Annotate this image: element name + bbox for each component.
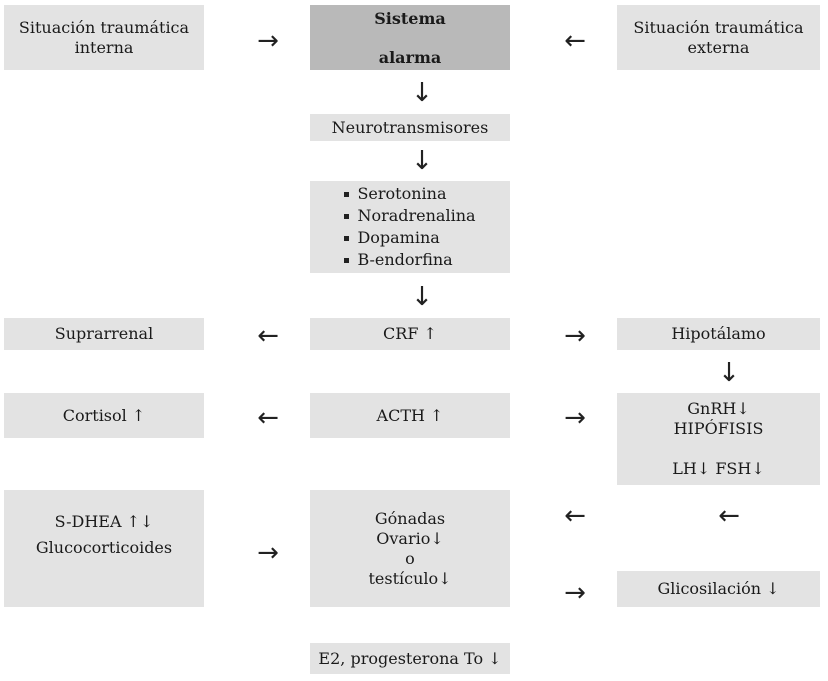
cortisol-box: Cortisol ↑	[4, 393, 204, 438]
arrow-list-to-crf: ↓	[411, 282, 433, 312]
list-item-label: Noradrenalina	[357, 206, 476, 225]
e2-progesterona-label: E2, progesterona To ↓	[318, 648, 502, 668]
arrow-neuro-to-list: ↓	[411, 146, 433, 176]
sdhea-label: S-DHEA ↑↓	[54, 512, 154, 531]
arrow-gonadas-to-glicosilacion: →	[564, 578, 586, 608]
glicosilacion-label: Glicosilación ↓	[657, 579, 780, 598]
glucocorticoides-label: Glucocorticoides	[35, 538, 173, 557]
neurotransmisores-box: Neurotransmisores	[310, 114, 510, 141]
arrow-to-gonadas: ←	[564, 501, 586, 531]
arrow-acth-to-gnrh: →	[564, 403, 586, 433]
arrow-interna-to-alarma: →	[257, 26, 279, 56]
list-item: B-endorfina	[344, 249, 453, 271]
list-item: Serotonina	[344, 183, 446, 205]
hipotalamo-label: Hipotálamo	[671, 324, 766, 343]
neurotransmisores-list: Serotonina Noradrenalina Dopamina B-endo…	[344, 183, 476, 271]
lh-fsh-label: LH↓ FSH↓	[672, 459, 765, 478]
suprarrenal-label: Suprarrenal	[54, 324, 154, 343]
gonadas-label: Gónadas	[374, 508, 446, 528]
acth-box: ACTH ↑	[310, 393, 510, 438]
situacion-externa-box: Situación traumática externa	[617, 5, 820, 70]
arrow-gnrh-to-gonadas: ←	[718, 501, 740, 531]
situacion-externa-line1: Situación traumática	[633, 17, 804, 37]
list-item: Dopamina	[344, 227, 440, 249]
gnrh-hipofisis-box: GnRH↓ HIPÓFISIS LH↓ FSH↓	[617, 393, 820, 485]
acth-label: ACTH ↑	[376, 405, 444, 425]
arrow-crf-to-hipotalamo: →	[564, 321, 586, 351]
arrow-externa-to-alarma: ←	[564, 26, 586, 56]
arrow-alarma-to-neuro: ↓	[411, 78, 433, 108]
sistema-alarma-line2: alarma	[378, 48, 442, 67]
bullet-icon	[344, 213, 350, 219]
o-label: o	[405, 548, 415, 568]
bullet-icon	[344, 191, 350, 197]
arrow-sdhea-to-gonadas: →	[257, 538, 279, 568]
cortisol-label: Cortisol ↑	[62, 405, 146, 425]
arrow-hipotalamo-to-gnrh: ↓	[718, 358, 740, 388]
hipotalamo-box: Hipotálamo	[617, 318, 820, 350]
situacion-externa-line2: externa	[687, 37, 750, 57]
gonadas-box: Gónadas Ovario↓ o testículo↓	[310, 490, 510, 607]
ovario-label: Ovario↓	[376, 528, 444, 548]
list-item: Noradrenalina	[344, 205, 476, 227]
bullet-icon	[344, 235, 350, 241]
sdhea-box: S-DHEA ↑↓ Glucocorticoides	[4, 490, 204, 607]
neurotransmisores-list-box: Serotonina Noradrenalina Dopamina B-endo…	[310, 181, 510, 273]
situacion-interna-line1: Situación traumática	[18, 17, 190, 37]
sistema-alarma-box: Sistema alarma	[310, 5, 510, 70]
suprarrenal-box: Suprarrenal	[4, 318, 204, 350]
situacion-interna-box: Situación traumática interna	[4, 5, 204, 70]
list-item-label: B-endorfina	[357, 250, 453, 269]
neurotransmisores-label: Neurotransmisores	[331, 117, 489, 137]
situacion-interna-line2: interna	[74, 37, 134, 57]
hipofisis-label: HIPÓFISIS	[673, 419, 764, 438]
arrow-acth-to-cortisol: ←	[257, 403, 279, 433]
sistema-alarma-line1: Sistema	[374, 9, 446, 28]
testiculo-label: testículo↓	[368, 568, 452, 588]
bullet-icon	[344, 257, 350, 263]
list-item-label: Serotonina	[357, 184, 447, 203]
crf-box: CRF ↑	[310, 318, 510, 350]
gnrh-label: GnRH↓	[687, 399, 750, 418]
glicosilacion-box: Glicosilación ↓	[617, 571, 820, 607]
crf-label: CRF ↑	[383, 324, 437, 343]
e2-progesterona-box: E2, progesterona To ↓	[310, 643, 510, 674]
arrow-crf-to-suprarrenal: ←	[257, 321, 279, 351]
list-item-label: Dopamina	[357, 228, 440, 247]
